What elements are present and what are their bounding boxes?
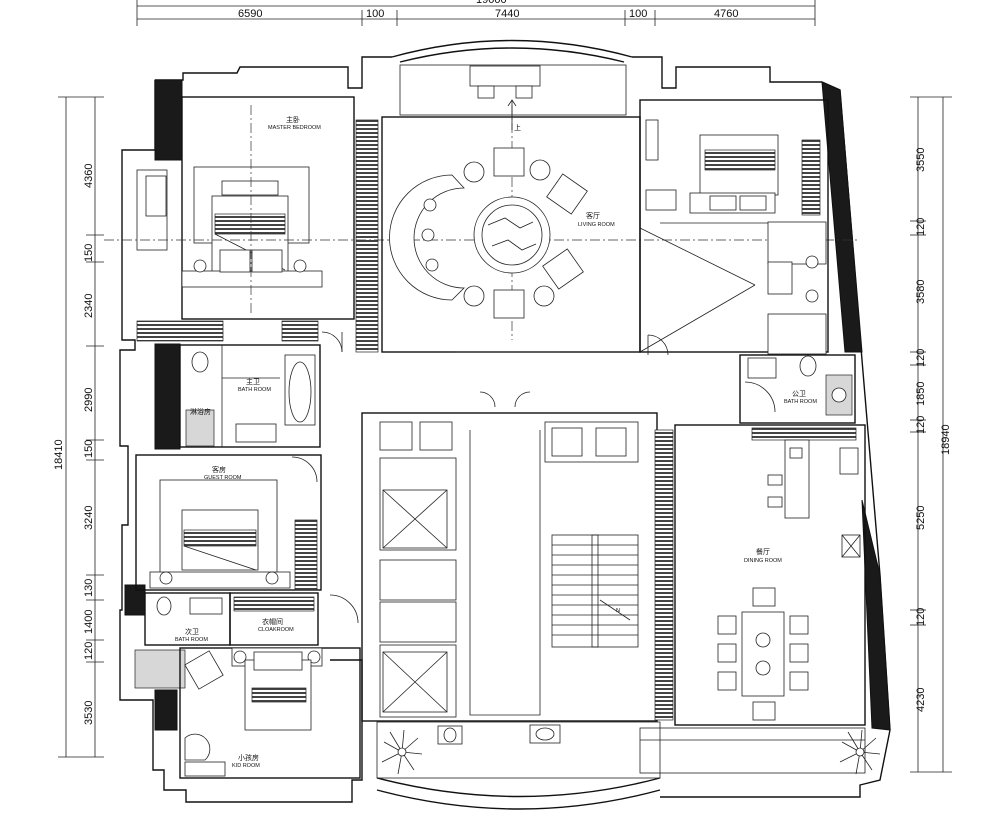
top-right-bedroom: [639, 99, 829, 356]
dim-right-9: 4230: [915, 688, 927, 712]
dining-room-label-cn: 餐厅: [756, 547, 770, 556]
dim-total-top: 19000: [476, 0, 507, 6]
master-bath: 淋浴房 主卫 BATH ROOM: [179, 344, 321, 483]
right-dimensions: 3550 120 3580 120 1850 120 5250 120 4230…: [910, 96, 952, 773]
master-bedroom-label-cn: 主卧: [286, 115, 300, 124]
dim-left-3: 2340: [83, 294, 95, 318]
core-area: N: [361, 391, 674, 745]
dining-room-label-en: DINING ROOM: [744, 558, 782, 564]
master-bath-label-cn: 主卫: [246, 377, 260, 386]
dining-room: 餐厅 DINING ROOM: [674, 424, 866, 726]
dim-left-7: 130: [83, 579, 95, 597]
master-bedroom: 主卧 MASTER BEDROOM: [136, 96, 379, 353]
living-room-label-en: LIVING ROOM: [578, 222, 615, 228]
dim-right-5: 1850: [915, 382, 927, 406]
dim-top-3: 7440: [495, 8, 519, 20]
dim-left-9: 120: [83, 642, 95, 660]
dim-right-6: 120: [915, 416, 927, 434]
public-bath-label-en: BATH ROOM: [784, 399, 817, 405]
second-bath-label-cn: 次卫: [185, 627, 199, 636]
shower-label: 淋浴房: [190, 407, 211, 416]
dim-top-1: 6590: [238, 8, 262, 20]
dim-top-5: 4760: [714, 8, 738, 20]
master-bedroom-label-en: MASTER BEDROOM: [268, 125, 321, 131]
guest-room-label-en: GUEST ROOM: [204, 475, 242, 481]
kid-room-label-en: KID ROOM: [232, 763, 260, 769]
dim-right-1: 3550: [915, 148, 927, 172]
left-dimensions: 18410 4360 150 2340 2990 150 3240 130 14…: [53, 96, 104, 758]
cloakroom-label-en: CLOAKROOM: [258, 627, 294, 633]
guest-room: 客房 GUEST ROOM: [135, 454, 359, 624]
dim-left-6: 3240: [83, 506, 95, 530]
dim-total-right: 18940: [940, 424, 952, 455]
guest-room-label-cn: 客房: [212, 465, 226, 474]
cloakroom: 衣帽间 CLOAKROOM: [229, 592, 319, 646]
kid-room-label-cn: 小孩房: [238, 753, 259, 762]
balconies: [376, 721, 866, 779]
dim-left-4: 2990: [83, 388, 95, 412]
north-marker: N: [616, 608, 620, 614]
living-room: 上 客厅 LIVING ROOM: [381, 64, 641, 353]
dim-right-2: 120: [915, 218, 927, 236]
dim-left-10: 3530: [83, 701, 95, 725]
top-dimensions: 19000 6590 100 7440 100 4760: [136, 0, 816, 26]
dim-right-8: 120: [915, 608, 927, 626]
public-bath: 公卫 BATH ROOM: [739, 354, 856, 424]
cloakroom-label-cn: 衣帽间: [262, 617, 283, 626]
public-bath-label-cn: 公卫: [792, 390, 806, 398]
staircase: N: [551, 534, 639, 648]
dim-total-left: 18410: [53, 439, 65, 470]
second-bath-label-en: BATH ROOM: [175, 637, 208, 643]
dim-left-8: 1400: [83, 610, 95, 634]
dim-left-2: 150: [83, 244, 95, 262]
dim-right-3: 3580: [915, 280, 927, 304]
kid-room: 小孩房 KID ROOM: [179, 647, 361, 779]
structural-columns: [124, 79, 891, 731]
dim-right-4: 120: [915, 349, 927, 367]
dim-left-1: 4360: [83, 164, 95, 188]
dim-right-7: 5250: [915, 506, 927, 530]
second-bath: 次卫 BATH ROOM: [134, 592, 231, 689]
dim-left-5: 150: [83, 440, 95, 458]
dim-top-4: 100: [629, 8, 647, 20]
master-bath-label-en: BATH ROOM: [238, 387, 271, 393]
stair-up-marker: 上: [514, 123, 521, 132]
dim-top-2: 100: [366, 8, 384, 20]
living-room-label-cn: 客厅: [586, 211, 600, 220]
plant-icon: [381, 729, 881, 775]
